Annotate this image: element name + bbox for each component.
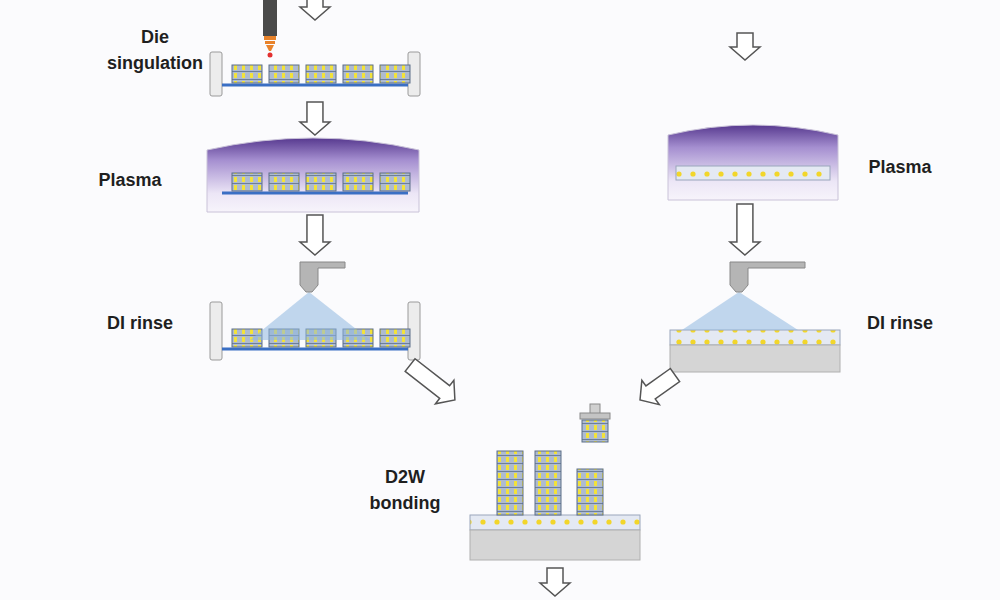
flow-arrow bbox=[405, 359, 455, 404]
flow-arrow bbox=[730, 204, 760, 255]
laser-tool bbox=[263, 0, 277, 58]
process-step: DI rinse bbox=[660, 255, 960, 375]
flow-arrow bbox=[300, 215, 330, 255]
plasma-chamber bbox=[207, 138, 419, 212]
process-step: Die singulation bbox=[70, 20, 425, 102]
process-step: Plasma bbox=[660, 120, 960, 204]
step-label: Plasma bbox=[845, 154, 955, 180]
flow-arrow bbox=[540, 568, 570, 596]
step-label: Die singulation bbox=[100, 24, 210, 76]
rinse-station bbox=[670, 262, 840, 372]
flow-arrow bbox=[300, 0, 330, 20]
flow-arrow bbox=[300, 102, 330, 135]
step-label: Plasma bbox=[75, 167, 185, 193]
step-label: D2W bonding bbox=[355, 464, 455, 516]
plasma-chamber bbox=[668, 125, 838, 200]
process-step: Plasma bbox=[70, 135, 425, 215]
flow-arrow bbox=[730, 33, 760, 60]
step-label: DI rinse bbox=[85, 310, 195, 336]
flow-arrow bbox=[640, 368, 680, 404]
process-step: DI rinse bbox=[70, 255, 425, 365]
bonded-wafer bbox=[470, 404, 640, 560]
step-label: DI rinse bbox=[845, 310, 955, 336]
tape-frame bbox=[210, 52, 420, 96]
rinse-station bbox=[210, 262, 420, 360]
process-step: D2W bonding bbox=[355, 400, 655, 565]
